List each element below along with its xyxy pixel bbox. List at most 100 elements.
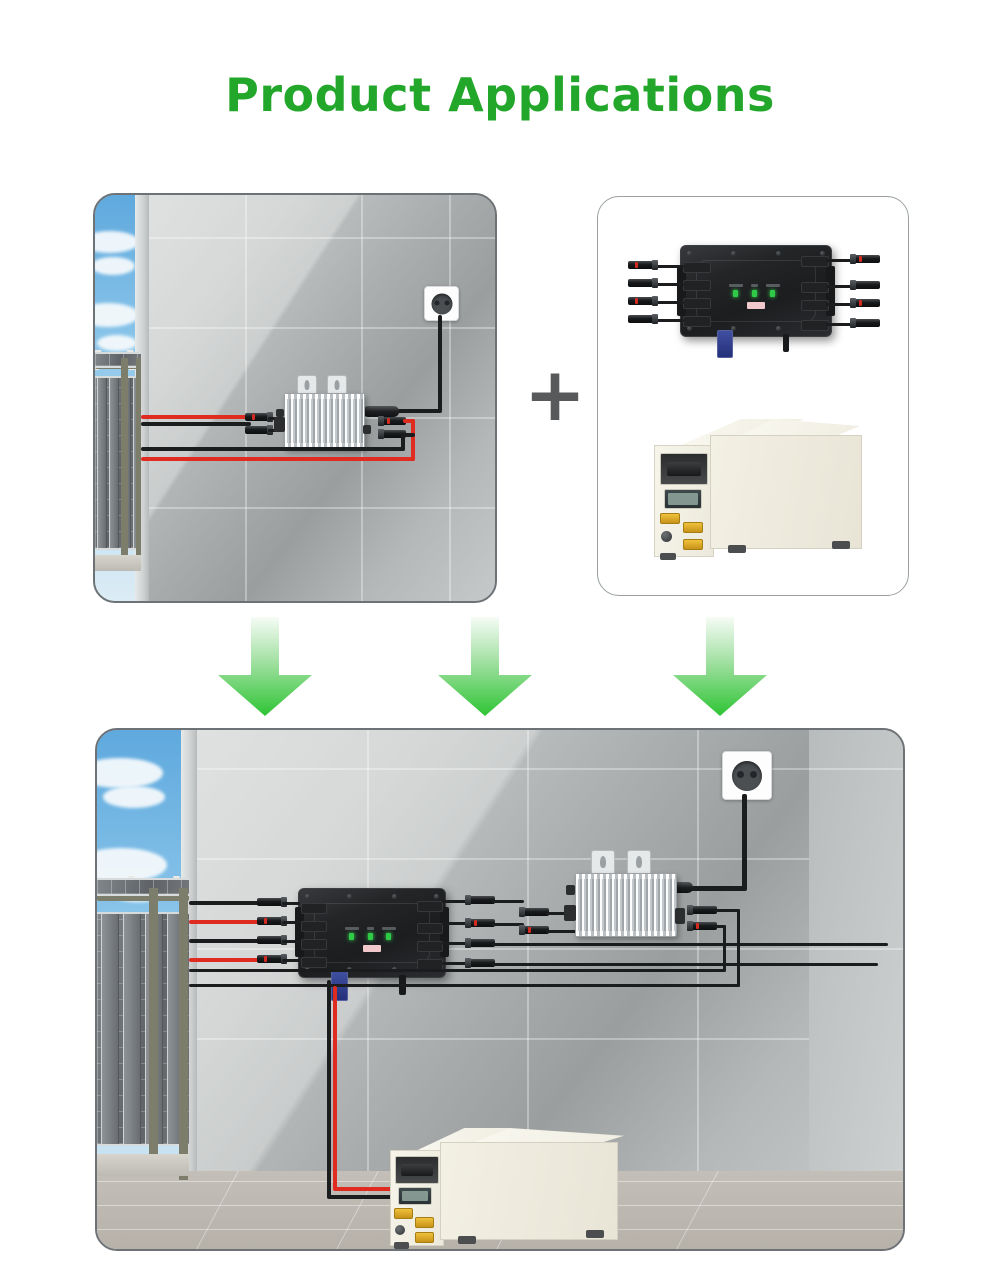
micro-inverter [575,873,677,937]
mc4-connector [850,298,880,308]
dc-positive-cable [189,958,261,962]
mc4-connector [378,416,406,426]
battery-terminal[interactable] [660,513,680,524]
antenna-port-black [783,334,789,352]
mc4-connector [378,429,406,439]
inverter-bracket-right [627,850,651,876]
dc-return-negative [714,909,740,912]
status-led [386,933,391,940]
battery-front-face [710,435,862,549]
black-controller-box [677,245,835,358]
mc4-connector [257,916,287,926]
mc4-connector [850,280,880,290]
dc-bus-long [492,943,888,946]
plus-icon: + [524,352,587,438]
ac-cable-bend [675,886,747,891]
mc4-connector [465,938,495,948]
mc4-connector [628,278,658,288]
balcony-railing-solar-panels [97,876,189,1206]
mc4-connector [850,254,880,264]
balcony-railing-solar-panels [95,350,141,590]
battery-connector-blue [717,330,733,358]
battery-terminal[interactable] [415,1232,434,1243]
dc-return-positive [723,925,726,971]
mc4-connector [687,905,717,915]
ac-connector [363,406,399,417]
dc-return-negative [403,433,415,437]
product-label [747,302,765,309]
dc-return-positive [411,419,415,461]
inverter-port-left [566,885,575,895]
battery-power-button[interactable] [395,1225,405,1235]
panel-microinverter-scene [93,193,497,603]
dc-return-negative [189,984,740,987]
status-led [368,933,373,940]
status-led [349,933,354,940]
battery-terminal[interactable] [683,539,703,550]
dc-return-negative [141,447,405,451]
ac-cable-bend [383,409,441,413]
panel-products [597,196,909,596]
battery-terminal[interactable] [415,1217,434,1228]
dc-return-positive [189,969,726,972]
dc-negative-cable [189,901,261,905]
dc-negative-cable [189,939,261,943]
dc-return-negative [737,909,740,987]
dc-positive-cable [141,415,251,419]
battery-terminal[interactable] [683,522,703,533]
battery-cable-positive [333,986,337,1190]
mc4-connector [850,318,880,328]
battery-storage-unit [382,1128,632,1249]
mc4-connector [519,925,549,935]
status-led [733,290,738,297]
panel-full-system [95,728,905,1251]
mc4-connector [687,921,717,931]
dc-return-positive [141,457,415,461]
mc4-connector [465,895,495,905]
arrow-down-icon [213,617,317,717]
battery-display [664,489,702,509]
battery-handle [395,1156,439,1184]
inverter-port-left [276,409,284,417]
battery-front-face [440,1142,618,1240]
battery-cable-positive [333,1187,419,1191]
micro-inverter [284,393,365,449]
inverter-port-right [675,908,685,924]
product-label [363,945,381,952]
black-controller-box [295,888,449,1001]
mc4-connector [257,935,287,945]
battery-power-button[interactable] [661,531,672,542]
battery-terminal[interactable] [394,1208,413,1219]
ac-cable [742,794,747,890]
mc4-connector [257,954,287,964]
battery-storage-unit [650,419,865,564]
mc4-connector [257,897,287,907]
status-led [770,290,775,297]
socket-inlet [431,293,452,314]
dc-return-positive [403,419,415,423]
page-title: Product Applications [225,68,775,122]
dc-negative-cable [141,422,251,426]
inverter-bracket-left [591,850,615,876]
mc4-connector [465,958,495,968]
wall-return [809,730,903,1171]
mc4-connector [628,296,658,306]
dc-return-positive [714,925,726,928]
mc4-connector [628,314,658,324]
mc4-connector [519,907,549,917]
arrow-down-icon [668,617,772,717]
ac-cable [438,315,442,413]
dc-return-negative [401,433,405,451]
inverter-dc-input [274,417,285,432]
socket-inlet [732,760,762,791]
wall-socket[interactable] [722,751,772,800]
arrow-down-icon [433,617,537,717]
inverter-port-right [363,425,371,434]
battery-handle [660,453,708,485]
dc-positive-cable [189,920,261,924]
battery-cable-negative [327,980,331,1198]
battery-cable-negative [327,1195,419,1199]
inverter-dc-input [564,905,576,921]
status-led [752,290,757,297]
mc4-connector [465,918,495,928]
